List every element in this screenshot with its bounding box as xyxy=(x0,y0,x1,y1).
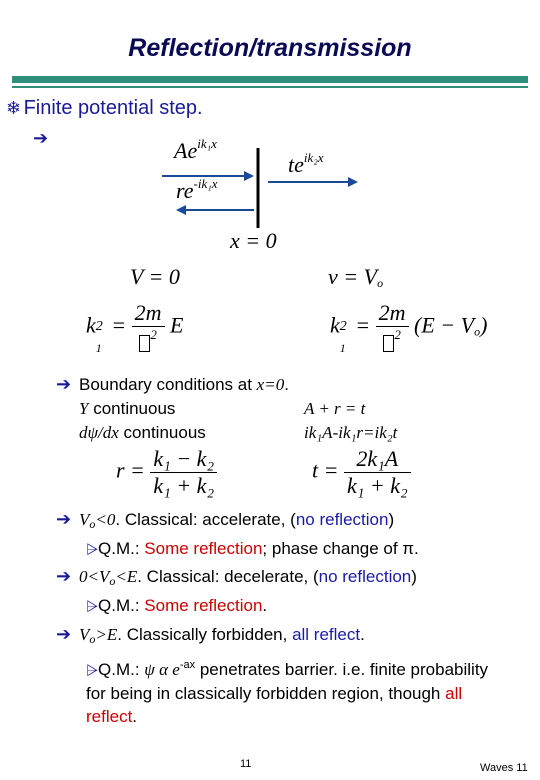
subbullet-icon: ➔ xyxy=(33,128,49,148)
bc-psi-equation: A + r = t xyxy=(304,399,366,418)
incident-wave: Aeik₁x xyxy=(174,136,217,163)
transmitted-wave: teik₂x xyxy=(288,150,324,177)
qm-icon: ⩥ xyxy=(86,541,99,558)
case-1-qm: ⩥Q.M.: Some reflection; phase change of … xyxy=(86,539,419,558)
case-3: Vo>E. Classically forbidden, all reflect… xyxy=(79,625,365,646)
title-rule-thin xyxy=(12,86,528,88)
bc-psi-continuous: Y continuous xyxy=(79,399,176,418)
page-number: 11 xyxy=(240,758,252,770)
case-2-qm: ⩥Q.M.: Some reflection. xyxy=(86,596,268,615)
case-3-qm: ⩥Q.M.: ψ α e-ax penetrates barrier. i.e.… xyxy=(86,659,489,726)
boundary-label: x = 0 xyxy=(230,228,277,253)
case-1: Vo<0. Classical: accelerate, (no reflect… xyxy=(79,510,395,531)
incident-arrowhead xyxy=(244,171,254,181)
case-2: 0<Vo<E. Classical: decelerate, (no refle… xyxy=(79,567,417,588)
bc-deriv-equation: ik₁A-ik₁r=ik₂t xyxy=(304,423,398,442)
title-rule xyxy=(12,76,528,83)
bc-deriv-continuous: dψ/dx continuous xyxy=(79,423,206,442)
qm-icon: ⩥ xyxy=(86,662,99,679)
bc-heading: Boundary conditions at x=0. xyxy=(79,375,289,394)
reflected-wave: re-ik₁x xyxy=(176,176,218,203)
footer-label: Waves 11 xyxy=(480,762,528,774)
reflected-arrowhead xyxy=(176,205,186,215)
subbullet-icon: ➔ xyxy=(56,374,72,394)
step-diagram xyxy=(162,148,358,228)
subbullet-icon: ➔ xyxy=(56,624,72,644)
subbullet-icon: ➔ xyxy=(56,509,72,529)
bullet-text: Finite potential step. xyxy=(23,97,203,119)
right-potential: v = Vo xyxy=(328,264,384,290)
left-potential: V = 0 xyxy=(130,264,180,289)
qm-icon: ⩥ xyxy=(86,598,99,615)
subbullet-icon: ➔ xyxy=(56,566,72,586)
bullet-icon: ❄ xyxy=(6,98,22,118)
transmitted-arrowhead xyxy=(348,177,358,187)
slide-title: Reflection/transmission xyxy=(128,34,412,62)
bullet-finite-step: ❄ Finite potential step. xyxy=(6,97,203,120)
